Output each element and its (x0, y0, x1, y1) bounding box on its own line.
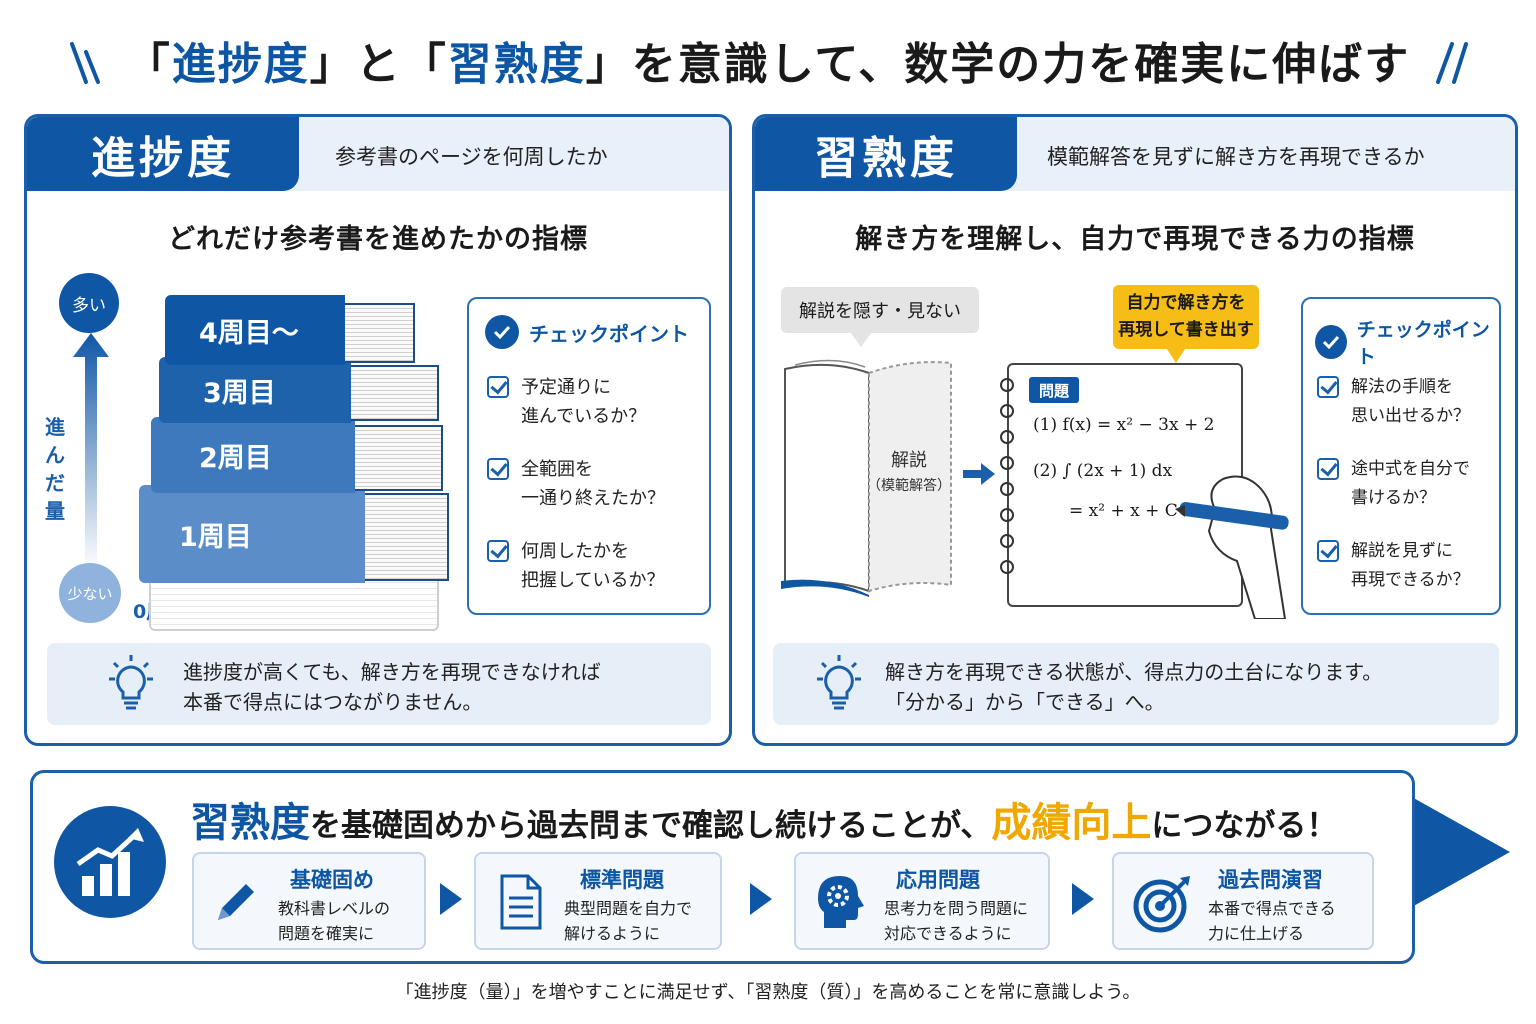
right-arrow-icon (963, 463, 995, 485)
checkpoint-title: チェックポイント (1315, 315, 1499, 369)
axis-label: 進んだ量 (45, 415, 65, 523)
bubble-tail (1167, 349, 1185, 363)
panel-tab-progress: 進捗度 (27, 117, 299, 191)
step-arrow-icon (440, 883, 462, 915)
problem-1: (1) f(x) = x² − 3x + 2 (1033, 415, 1215, 435)
panel-heading: どれだけ参考書を進めたかの指標 (168, 224, 588, 255)
progress-panel: 進捗度 参考書のページを何周したか どれだけ参考書を進めたかの指標 多い 進んだ… (24, 114, 732, 746)
document-icon (500, 874, 542, 930)
checkpoint-item: 予定通りに進んでいるか？ (487, 373, 646, 431)
checkpoint-title: チェックポイント (485, 315, 689, 349)
checkpoint-item: 途中式を自分で書けるか？ (1317, 455, 1470, 513)
decor-slash-left-icon (70, 42, 100, 84)
checkbox-icon (487, 376, 509, 398)
target-icon (1133, 876, 1190, 933)
write-yourself-bubble: 自力で解き方を再現して書き出す (1113, 285, 1259, 349)
checkpoint-item: 何周したかを把握しているか？ (487, 537, 664, 595)
checkpoint-box-mastery: チェックポイント 解法の手順を思い出せるか？ 途中式を自分で書けるか？ 解説を見… (1301, 297, 1501, 615)
tip-bar-progress: 進捗度が高くても、解き方を再現できなければ本番で得点にはつながりません。 (47, 643, 711, 725)
big-right-arrow-icon (1410, 796, 1510, 908)
checkpoint-box-progress: チェックポイント 予定通りに進んでいるか？ 全範囲を一通り終えたか？ 何周したか… (467, 297, 711, 615)
open-book-icon (781, 359, 952, 597)
pencil-icon (218, 884, 254, 920)
hide-explanation-bubble: 解説を隠す・見ない (781, 287, 979, 333)
lightbulb-icon (817, 655, 861, 710)
tip-text: 進捗度が高くても、解き方を再現できなければ本番で得点にはつながりません。 (183, 660, 601, 714)
spiral-binding-icon (1000, 378, 1014, 574)
writing-hand-icon (1175, 475, 1289, 619)
answer-book-label: 解説（模範解答） (867, 450, 951, 494)
book-lap-2: 2周目 (151, 417, 443, 493)
tip-text: 解き方を再現できる状態が、得点力の土台になります。「分かる」から「できる」へ。 (885, 660, 1383, 714)
checkpoint-item: 解説を見ずに再現できるか？ (1317, 537, 1470, 595)
bubble-tail (851, 333, 871, 347)
problem-2: (2) ∫ (2x + 1) dx (1033, 461, 1173, 481)
mastery-panel: 習熟度 模範解答を見ずに解き方を再現できるか 解き方を理解し、自力で再現できる力… (752, 114, 1518, 746)
decor-slash-right-icon (1436, 42, 1468, 84)
panel-subtitle: 模範解答を見ずに解き方を再現できるか (1047, 145, 1425, 169)
step-applied: 応用問題 思考力を問う問題に対応できるように (794, 852, 1050, 950)
page-title: 「進捗度」と「習熟度」を意識して、数学の力を確実に伸ばす (125, 39, 1411, 90)
notebook: 問題 (1) f(x) = x² − 3x + 2 (2) ∫ (2x + 1)… (1007, 363, 1243, 607)
check-circle-icon (1315, 325, 1347, 359)
panel-tab-mastery: 習熟度 (755, 117, 1017, 191)
checkbox-icon (487, 540, 509, 562)
growth-chart-icon (54, 806, 166, 918)
axis-top-badge: 多い (59, 273, 119, 333)
book-lap-4: 4周目～ (165, 295, 415, 365)
footer-note: 「進捗度（量）」を増やすことに満足せず、「習熟度（質）」を高めることを常に意識し… (395, 982, 1141, 1003)
checkbox-icon (1317, 376, 1339, 398)
panel-heading: 解き方を理解し、自力で再現できる力の指標 (855, 224, 1415, 255)
brain-gear-icon (818, 876, 864, 928)
panel-subtitle: 参考書のページを何周したか (335, 145, 608, 169)
tip-bar-mastery: 解き方を再現できる状態が、得点力の土台になります。「分かる」から「できる」へ。 (773, 643, 1499, 725)
step-past-exams: 過去問演習 本番で得点できる力に仕上げる (1112, 852, 1374, 950)
answer-2: = x² + x + C (1069, 501, 1178, 521)
up-arrow-icon (73, 333, 109, 569)
checkpoint-item: 全範囲を一通り終えたか？ (487, 455, 665, 513)
checkbox-icon (487, 458, 509, 480)
step-arrow-icon (750, 883, 772, 915)
axis-bottom-badge: 少ない (59, 563, 121, 623)
step-arrow-icon (1072, 883, 1094, 915)
check-circle-icon (485, 315, 519, 349)
book-lap-1: 1周目 (139, 485, 449, 583)
lightbulb-icon (109, 655, 153, 710)
book-lap-3: 3周目 (159, 357, 439, 423)
growth-headline: 習熟度を基礎固めから過去問まで確認し続けることが、成績向上につながる！ (190, 800, 1338, 846)
step-basics: 基礎固め 教科書レベルの問題を確実に (192, 852, 426, 950)
checkpoint-item: 解法の手順を思い出せるか？ (1317, 373, 1470, 431)
checkbox-icon (1317, 458, 1339, 480)
problem-label: 問題 (1029, 377, 1079, 403)
checkbox-icon (1317, 540, 1339, 562)
step-standard: 標準問題 典型問題を自力で解けるように (474, 852, 722, 950)
